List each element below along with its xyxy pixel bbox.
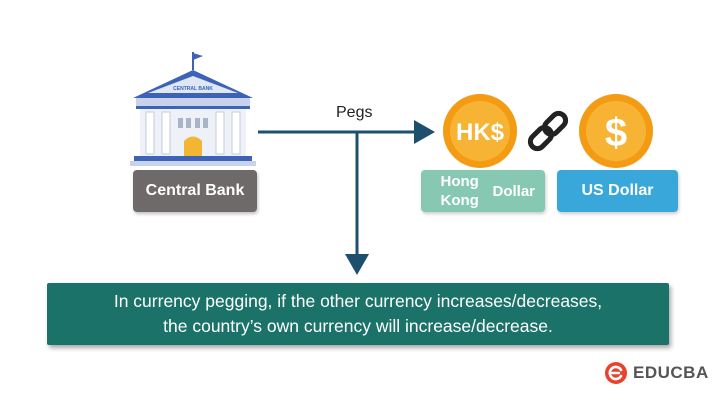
usd-coin-text: $ (605, 111, 627, 155)
educba-brand: EDUCBA (604, 361, 709, 385)
hong-kong-dollar-label: Hong Kong Dollar (421, 170, 545, 212)
usd-coin-icon: $ (579, 94, 653, 168)
pegs-label: Pegs (336, 104, 373, 121)
central-bank-label: Central Bank (133, 170, 257, 212)
chain-link-icon (527, 110, 569, 152)
hkd-coin-text: HK$ (456, 119, 505, 146)
us-dollar-label: US Dollar (557, 170, 678, 212)
banner-line-2: the country’s own currency will increase… (163, 316, 553, 336)
hkd-label-line1: Hong Kong (440, 173, 479, 209)
educba-logo-icon (605, 362, 627, 384)
hkd-label-line2: Dollar (492, 182, 535, 200)
banner-line-1: In currency pegging, if the other curren… (113, 291, 603, 311)
bank-building-icon: CENTRAL BANK (130, 52, 256, 166)
brand-name: EDUCBA (633, 363, 709, 382)
explanation-banner: In currency pegging, if the other curren… (47, 283, 669, 345)
hkd-coin-icon: HK$ (443, 94, 517, 168)
bank-roof-text: CENTRAL BANK (173, 86, 213, 92)
